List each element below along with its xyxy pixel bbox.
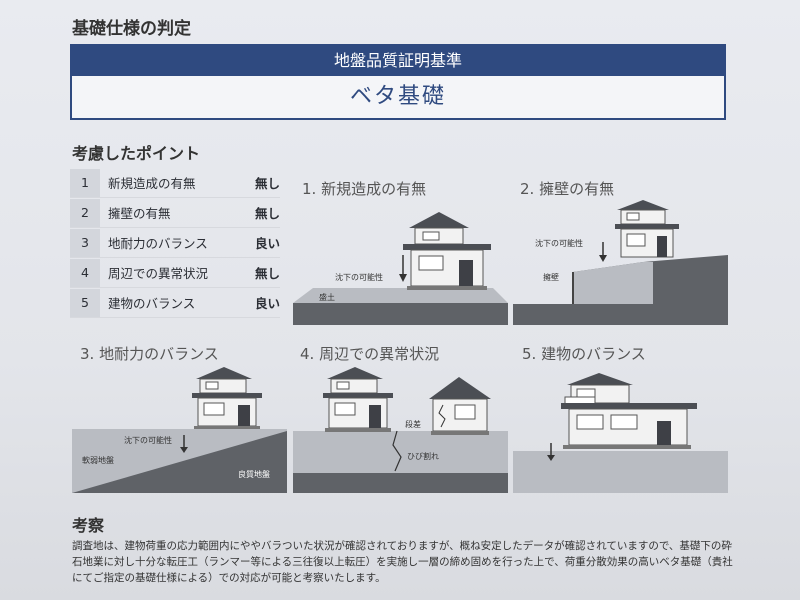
wall-label: 擁壁 [543, 272, 559, 282]
point-value: 無し [254, 206, 280, 221]
house-icon [403, 212, 491, 290]
retaining-wall-icon [573, 262, 653, 304]
subsidence-label: 沈下の可能性 [124, 435, 172, 445]
good-soil-label: 良質地盤 [238, 469, 270, 479]
good-soil-icon [72, 431, 287, 493]
ground-icon [513, 451, 728, 493]
point-row: 1 新規造成の有無 無し [70, 168, 280, 198]
conclusion-title: 考察 [72, 516, 105, 535]
step-label: 段差 [405, 419, 421, 429]
points-title: 考慮したポイント [72, 144, 201, 163]
panel-4-illustration: 段差 ひび割れ [293, 367, 508, 493]
points-table: 1 新規造成の有無 無し 2 擁壁の有無 無し 3 地耐力のバランス 良い 4 … [70, 168, 280, 318]
point-label: 周辺での異常状況 [108, 266, 209, 281]
fill-soil-icon [293, 288, 508, 303]
standard-header: 地盤品質証明基準 [72, 46, 724, 76]
point-label: 新規造成の有無 [108, 176, 196, 191]
point-label: 建物のバランス [108, 296, 196, 311]
point-row: 2 擁壁の有無 無し [70, 198, 280, 228]
panel-1-illustration: 沈下の可能性 盛土 [293, 212, 508, 325]
ground-icon [293, 303, 508, 325]
point-value: 無し [254, 266, 280, 281]
point-value: 良い [254, 236, 280, 251]
conclusion-text: 調査地は、建物荷重の応力範囲内にややバラついた状況が確認されておりますが、概ね安… [72, 540, 733, 584]
point-row: 5 建物のバランス 良い [70, 288, 280, 318]
soft-soil-label: 軟弱地盤 [82, 455, 114, 465]
crack-label: ひび割れ [407, 451, 439, 461]
panel-2-illustration: 沈下の可能性 擁壁 [513, 200, 728, 325]
point-number: 5 [70, 288, 100, 317]
standard-value: ベタ基礎 [349, 84, 446, 109]
panel-5-title: 5. 建物のバランス [522, 345, 646, 363]
point-label: 擁壁の有無 [108, 206, 171, 221]
point-number: 3 [70, 228, 100, 257]
panel-3-illustration: 沈下の可能性 軟弱地盤 良質地盤 [72, 367, 287, 493]
point-number: 2 [70, 198, 100, 227]
page-title: 基礎仕様の判定 [72, 19, 191, 39]
house-icon [323, 367, 393, 432]
panel-3-title: 3. 地耐力のバランス [80, 345, 219, 363]
point-label: 地耐力のバランス [108, 236, 208, 251]
point-value: 無し [254, 176, 280, 191]
point-row: 4 周辺での異常状況 無し [70, 258, 280, 288]
crack-icon [392, 430, 402, 472]
point-number: 4 [70, 258, 100, 287]
damaged-house-icon [429, 377, 491, 435]
subsidence-label: 沈下の可能性 [535, 238, 583, 248]
fill-label: 盛土 [319, 292, 335, 302]
subsidence-label: 沈下の可能性 [335, 272, 383, 282]
point-value: 良い [254, 296, 280, 311]
point-row: 3 地耐力のバランス 良い [70, 228, 280, 258]
point-number: 1 [70, 168, 100, 197]
house-icon [561, 373, 697, 449]
house-icon [192, 367, 262, 429]
panel-2-title: 2. 擁壁の有無 [520, 180, 615, 198]
panel-5-illustration [513, 373, 728, 493]
panel-4-title: 4. 周辺での異常状況 [300, 345, 440, 363]
house-icon [615, 200, 679, 258]
panel-1-title: 1. 新規造成の有無 [302, 180, 427, 198]
standard-box: 地盤品質証明基準 ベタ基礎 [70, 44, 726, 120]
